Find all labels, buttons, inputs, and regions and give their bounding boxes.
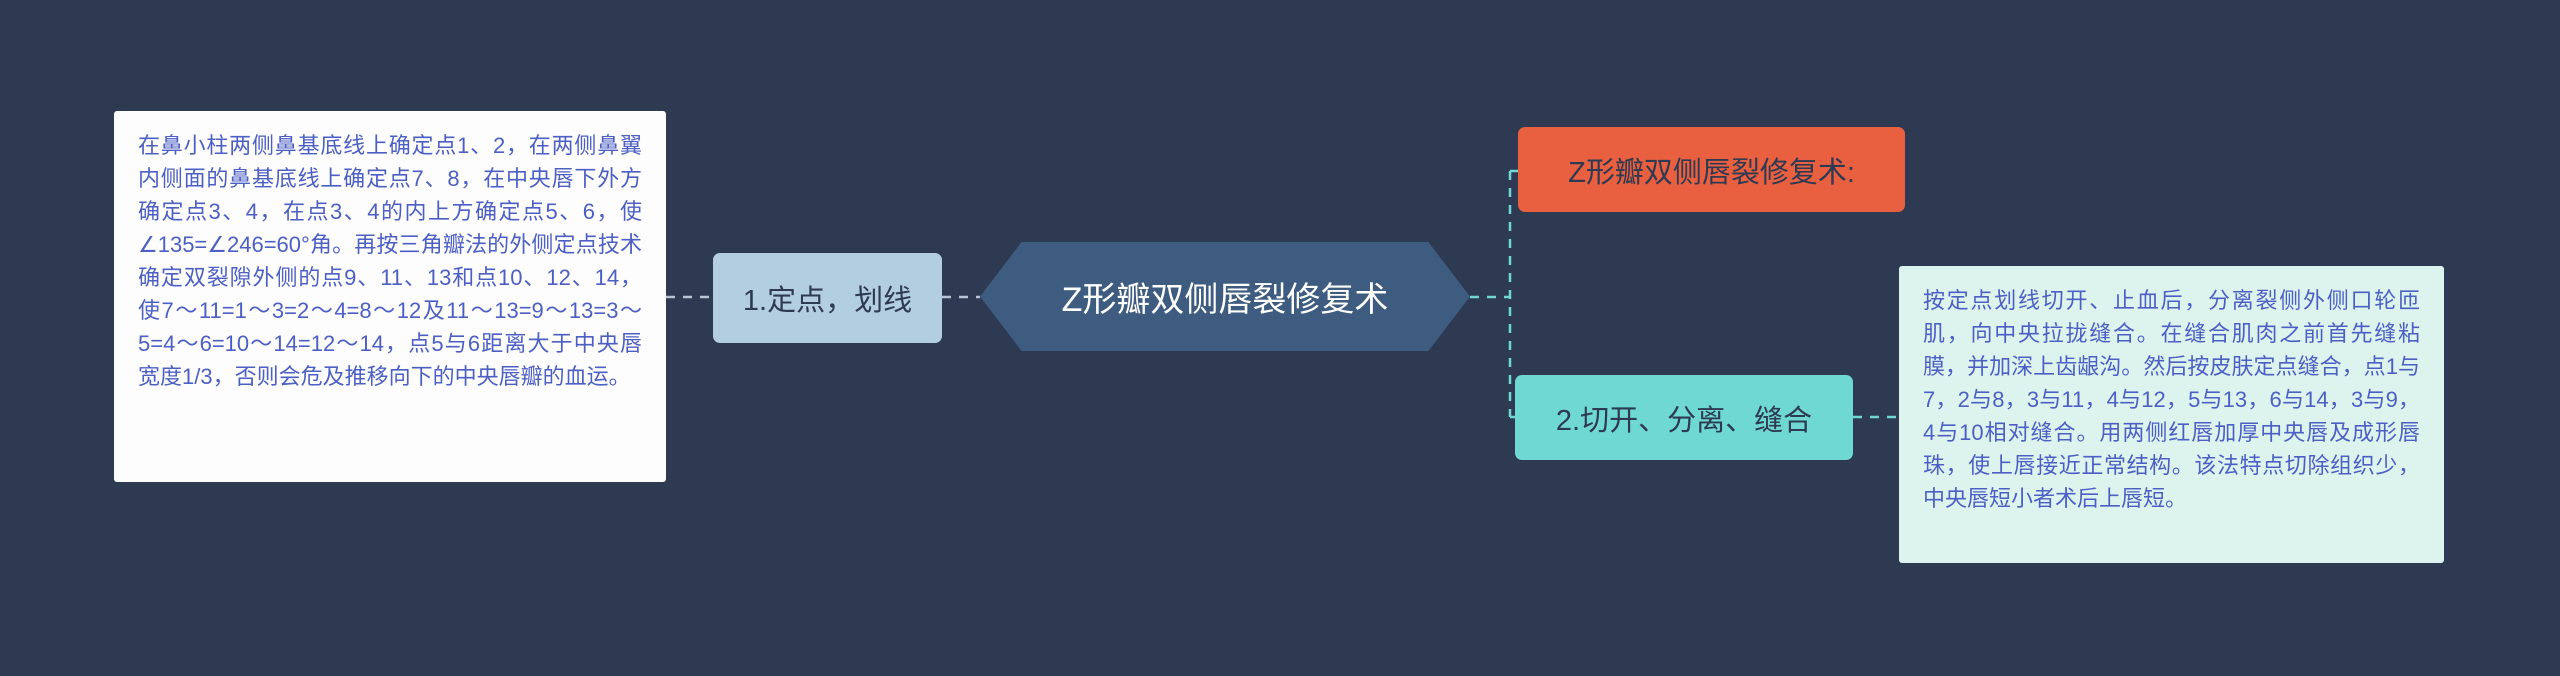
center-topic-label: Z形瓣双侧唇裂修复术 [1061,281,1389,319]
node-step2-incision[interactable]: 2.切开、分离、缝合 [1515,375,1853,460]
node-left-detail[interactable]: 在鼻小柱两侧鼻基底线上确定点1、2，在两侧鼻翼内侧面的鼻基底线上确定点7、8，在… [114,111,666,482]
node-step1-fix-points[interactable]: 1.定点，划线 [713,253,942,343]
left-detail-text: 在鼻小柱两侧鼻基底线上确定点1、2，在两侧鼻翼内侧面的鼻基底线上确定点7、8，在… [138,133,642,389]
connector-center-to-right-trunk [1470,169,1518,419]
step2-label: 2.切开、分离、缝合 [1555,404,1813,437]
node-right-detail[interactable]: 按定点划线切开、止血后，分离裂侧外侧口轮匝肌，向中央拉拢缝合。在缝合肌肉之前首先… [1899,266,2444,563]
node-center-topic[interactable]: Z形瓣双侧唇裂修复术 [980,242,1470,351]
right-title-label: Z形瓣双侧唇裂修复术: [1568,156,1855,189]
right-detail-text: 按定点划线切开、止血后，分离裂侧外侧口轮匝肌，向中央拉拢缝合。在缝合肌肉之前首先… [1923,288,2420,511]
step1-label: 1.定点，划线 [742,285,913,317]
node-right-title[interactable]: Z形瓣双侧唇裂修复术: [1518,127,1905,212]
